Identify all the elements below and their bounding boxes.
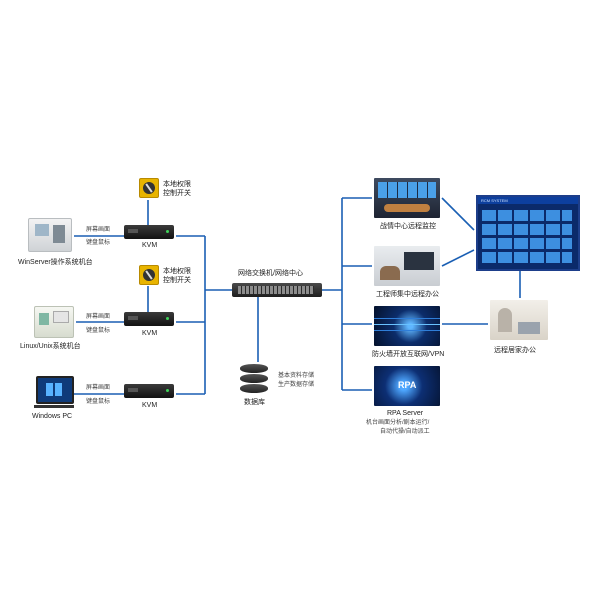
key-switch-2-line1: 本地权限 [163,268,191,275]
kvm-label-1: KVM [142,242,158,249]
linux-screen-label: 屏幕画面 [86,314,111,320]
database-label: 数据库 [244,399,265,406]
monitor-header: RCM SYSTEM [478,197,578,204]
windows-pc-image [34,376,74,408]
key-switch-1-line1: 本地权限 [163,181,191,188]
database-storage-line2: 生产数据存储 [278,382,315,388]
war-room-label: 战情中心远程监控 [380,223,436,230]
firewall-vpn-image [374,306,440,346]
windows-logo-icon [46,383,62,396]
rpa-line1: 机台画面分析/剧本运行/ [366,420,430,426]
winserver-keyboard-label: 键盘鼠标 [86,240,111,246]
winserver-machine-image [28,218,72,252]
windows-pc-label: Windows PC [32,413,73,420]
kvm-device-3 [124,384,174,398]
rpa-title: RPA Server [387,410,424,417]
firewall-label: 防火墙开放互联网/VPN [372,351,445,358]
rpa-server-image: RPA [374,366,440,406]
monitoring-screen-image: RCM SYSTEM [476,195,580,271]
network-switch-image [232,283,322,297]
key-switch-icon-2 [139,265,159,285]
database-icon [240,364,268,394]
linux-machine-image [34,306,74,338]
war-room-image [374,178,440,218]
windows-pc-screen-label: 屏幕画面 [86,385,111,391]
database-storage-line1: 基本资料存储 [278,373,315,379]
linux-label: Linux/Unix系统机台 [20,343,81,350]
key-switch-icon-1 [139,178,159,198]
winserver-screen-label: 屏幕画面 [86,227,111,233]
kvm-label-2: KVM [142,330,158,337]
windows-pc-keyboard-label: 键盘鼠标 [86,399,111,405]
key-switch-1-line2: 控制开关 [163,190,191,197]
key-switch-2-line2: 控制开关 [163,277,191,284]
kvm-device-1 [124,225,174,239]
linux-keyboard-label: 键盘鼠标 [86,328,111,334]
home-office-image [490,300,548,340]
rpa-logo-text: RPA [398,380,417,390]
engineer-office-image [374,246,440,286]
kvm-device-2 [124,312,174,326]
hub-label: 网络交换机/网络中心 [238,270,303,277]
home-office-label: 远程居家办公 [494,347,536,354]
winserver-label: WinServer操作系统机台 [18,259,93,266]
engineer-label: 工程师集中远程办公 [376,291,439,298]
kvm-label-3: KVM [142,402,158,409]
rpa-line2: 自动代操/自动派工 [380,429,430,435]
